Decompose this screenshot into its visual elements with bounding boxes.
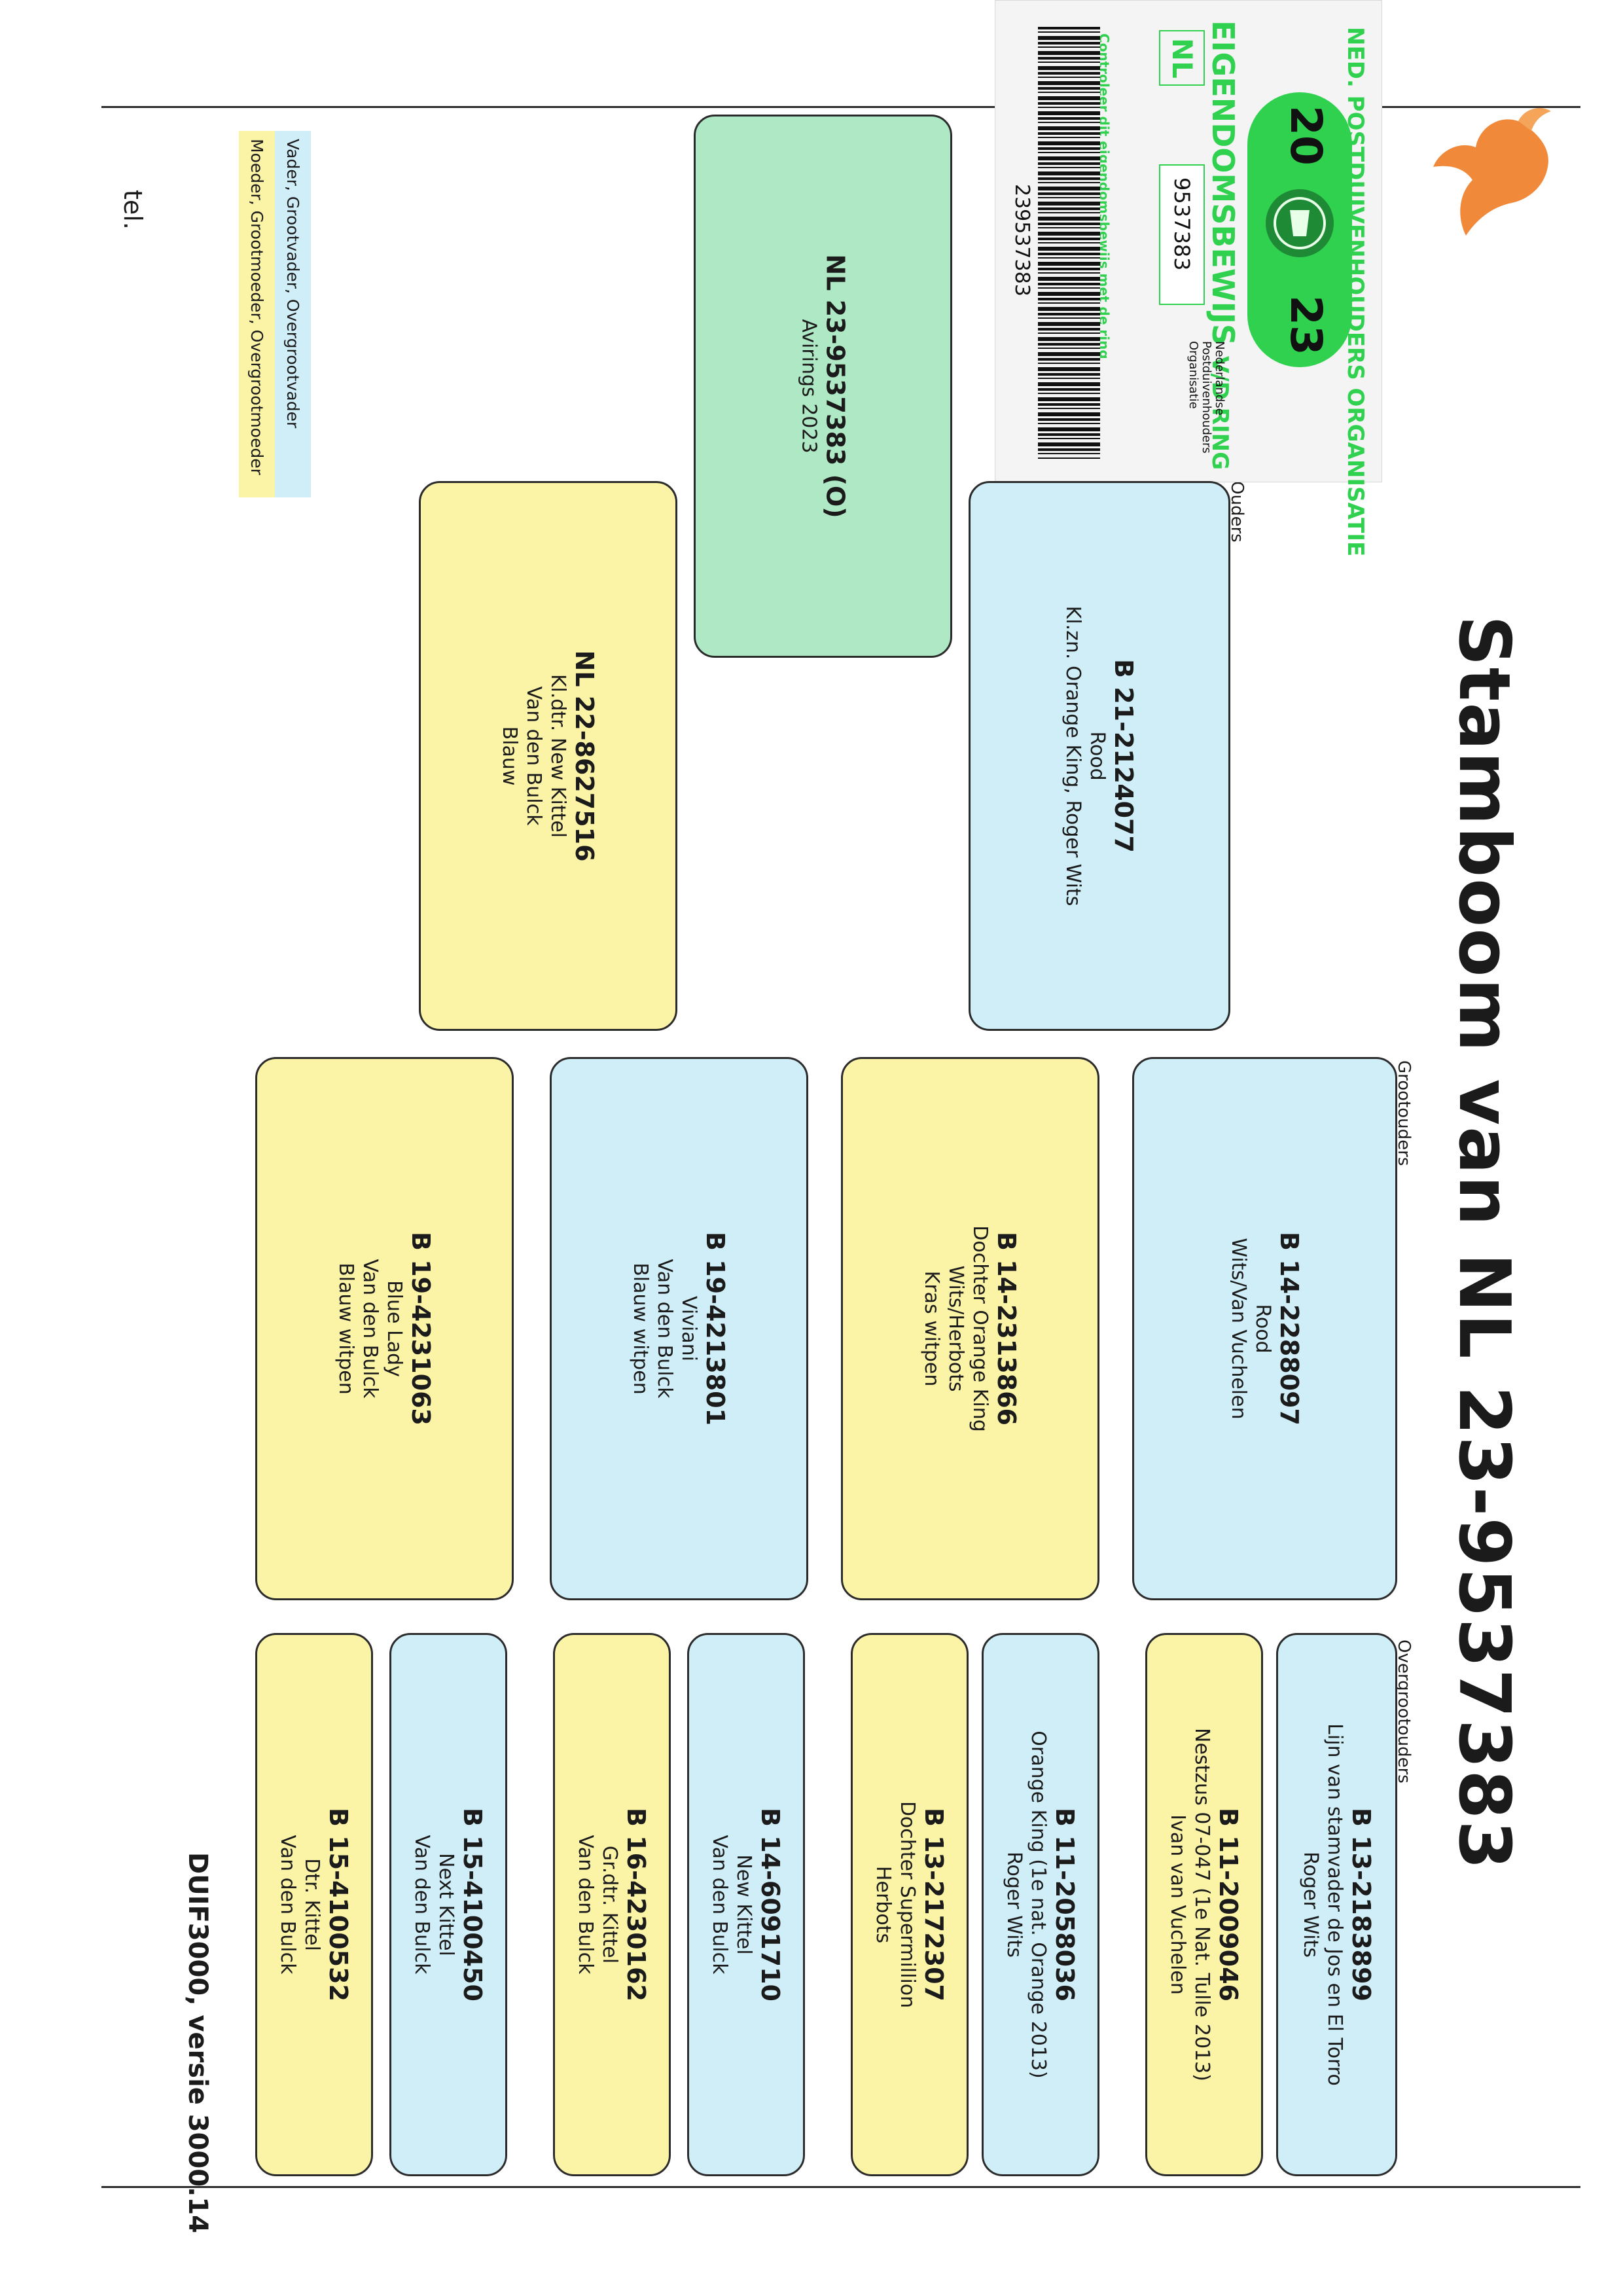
grandparent-card: B 19-4213801 Viviani Van den Bulck Blauw… [550, 1057, 808, 1600]
great-grandparent-card: B 14-6091710 New Kittel Van den Bulck [687, 1633, 805, 2176]
certificate-country-text: NL [1166, 38, 1198, 79]
great-grandparent-card: B 15-4100532 Dtr. Kittel Van den Bulck [255, 1633, 373, 2176]
logo-line-2: Postduivenhouders [1200, 341, 1213, 454]
bird-logo-icon [1433, 108, 1551, 236]
grandparent-2-line-3: Kras witpen [920, 1270, 944, 1387]
certificate-year-right: 23 [1281, 295, 1331, 355]
grandparent-3-line-2: Van den Bulck [652, 1259, 676, 1399]
bottom-rule [101, 2186, 1580, 2188]
ggp-6-ring: B 16-4230162 [621, 1808, 651, 2001]
certificate-year-badge: 20 23 [1247, 92, 1352, 367]
lion-emblem-icon [1266, 189, 1334, 257]
grandparent-card: B 14-2313866 Dochter Orange King Wits/He… [841, 1057, 1099, 1600]
grandparent-1-line-2: Wits/Van Vuchelen [1226, 1238, 1250, 1420]
ggp-1-ring: B 13-2183899 [1346, 1808, 1376, 2001]
ggp-4-line-1: Dochter Supermillion [895, 1801, 919, 2009]
grandparent-2-line-2: Wits/Herbots [944, 1265, 967, 1392]
great-grandparent-card: B 16-4230162 Gr.dtr. Kittel Van den Bulc… [553, 1633, 671, 2176]
mother-line-1: Kl.dtr. New Kittel [546, 673, 569, 838]
father-line-2: Kl.zn. Orange King, Roger Wits [1061, 605, 1084, 906]
certificate-year-left: 20 [1281, 105, 1331, 166]
ggp-8-line-1: Dtr. Kittel [300, 1858, 323, 1951]
ggp-2-line-1: Nestzus 07-047 (1e Nat. Tulle 2013) [1190, 1728, 1213, 2081]
parent-father-card: B 21-2124077 Rood Kl.zn. Orange King, Ro… [969, 481, 1230, 1031]
ggp-7-ring: B 15-4100450 [457, 1808, 487, 2001]
great-grandparent-card: B 13-2172307 Dochter Supermillion Herbot… [851, 1633, 969, 2176]
grandparent-card: B 19-4231063 Blue Lady Van den Bulck Bla… [255, 1057, 514, 1600]
certificate-ring-box: 9537383 [1159, 164, 1205, 305]
mother-line-3: Blauw [498, 726, 522, 786]
grandparent-1-line-1: Rood [1250, 1304, 1274, 1354]
certificate-ring-number: 9537383 [1169, 177, 1194, 271]
certificate-npo-logo: Nederlandse Postduivenhouders Organisati… [1110, 321, 1234, 454]
logo-line-1: Nederlandse [1213, 341, 1226, 416]
ggp-4-line-2: Herbots [871, 1865, 895, 1944]
grandparent-card: B 14-2288097 Rood Wits/Van Vuchelen [1132, 1057, 1397, 1600]
grandparent-1-ring: B 14-2288097 [1274, 1232, 1304, 1426]
ggp-5-ring: B 14-6091710 [755, 1808, 785, 2001]
ggp-6-line-2: Van den Bulck [573, 1835, 597, 1975]
grandparent-3-line-1: Viviani [677, 1295, 700, 1362]
grandparent-3-ring: B 19-4213801 [700, 1232, 730, 1426]
software-version: DUIF3000, versie 3000.14 [183, 1852, 213, 2234]
subject-ring: NL 23-9537383 (O) [820, 254, 849, 518]
top-rule [101, 106, 1580, 108]
parent-mother-card: NL 22-8627516 Kl.dtr. New Kittel Van den… [419, 481, 677, 1031]
ggp-6-line-1: Gr.dtr. Kittel [597, 1845, 621, 1964]
ggp-7-line-1: Next Kittel [434, 1853, 457, 1956]
grandparent-3-line-3: Blauw witpen [629, 1263, 652, 1395]
subject-card: NL 23-9537383 (O) Avirings 2023 [694, 115, 952, 658]
ggp-8-line-2: Van den Bulck [276, 1835, 299, 1975]
grandparent-2-line-1: Dochter Orange King [968, 1225, 991, 1432]
ggp-3-line-2: Roger Wits [1002, 1852, 1026, 1958]
great-grandparent-card: B 11-2009046 Nestzus 07-047 (1e Nat. Tul… [1145, 1633, 1263, 2176]
legend-male-text: Vader, Grootvader, Overgrootvader [283, 139, 302, 429]
ggp-4-ring: B 13-2172307 [919, 1808, 948, 2001]
great-grandparent-card: B 15-4100450 Next Kittel Van den Bulck [389, 1633, 507, 2176]
certificate-barcode [1038, 27, 1100, 459]
father-line-1: Rood [1085, 731, 1109, 781]
grandparent-4-line-3: Blauw witpen [334, 1263, 358, 1395]
ggp-1-line-1: Lijn van stamvader de Jos en El Torro [1322, 1723, 1346, 2086]
legend-female-text: Moeder, Grootmoeder, Overgrootmoeder [247, 139, 266, 475]
ownership-certificate: NED. POSTDUIVENHOUDERS ORGANISATIE 20 23… [995, 0, 1382, 556]
certificate-title-text: EIGENDOMSBEWIJS [1205, 20, 1241, 346]
grandparent-4-ring: B 19-4231063 [406, 1232, 435, 1426]
certificate-barcode-number: 239537383 [1010, 184, 1033, 296]
ggp-8-ring: B 15-4100532 [323, 1808, 353, 2001]
subject-line-1: Avirings 2023 [796, 319, 820, 454]
ggp-5-line-1: New Kittel [732, 1854, 755, 1955]
legend-female: Moeder, Grootmoeder, Overgrootmoeder [239, 131, 275, 497]
page-title: Stamboom van NL 23-9537383 [1443, 615, 1525, 1871]
great-grandparent-card: B 13-2183899 Lijn van stamvader de Jos e… [1276, 1633, 1397, 2176]
ggp-2-line-2: Ivan van Vuchelen [1166, 1814, 1189, 1995]
ggp-3-ring: B 11-2058036 [1050, 1808, 1079, 2001]
ggp-7-line-2: Van den Bulck [410, 1835, 433, 1975]
ggp-2-ring: B 11-2009046 [1213, 1808, 1243, 2001]
grandparent-4-line-2: Van den Bulck [358, 1259, 382, 1399]
grandparent-4-line-1: Blue Lady [382, 1280, 406, 1377]
legend-male: Vader, Grootvader, Overgrootvader [275, 131, 311, 497]
grandparent-2-ring: B 14-2313866 [991, 1232, 1021, 1426]
legend: Vader, Grootvader, Overgrootvader Moeder… [239, 131, 311, 497]
certificate-country: NL [1159, 30, 1205, 86]
logo-line-3: Organisatie [1186, 341, 1200, 409]
great-grandparent-card: B 11-2058036 Orange King (1e nat. Orange… [982, 1633, 1099, 2176]
ggp-3-line-1: Orange King (1e nat. Orange 2013) [1026, 1731, 1050, 2079]
ggp-5-line-2: Van den Bulck [707, 1835, 731, 1975]
mother-line-2: Van den Bulck [522, 686, 545, 826]
ggp-1-line-2: Roger Wits [1298, 1852, 1322, 1958]
mother-ring: NL 22-8627516 [569, 650, 599, 862]
tel-label: tel. [118, 190, 147, 230]
father-ring: B 21-2124077 [1109, 659, 1138, 853]
